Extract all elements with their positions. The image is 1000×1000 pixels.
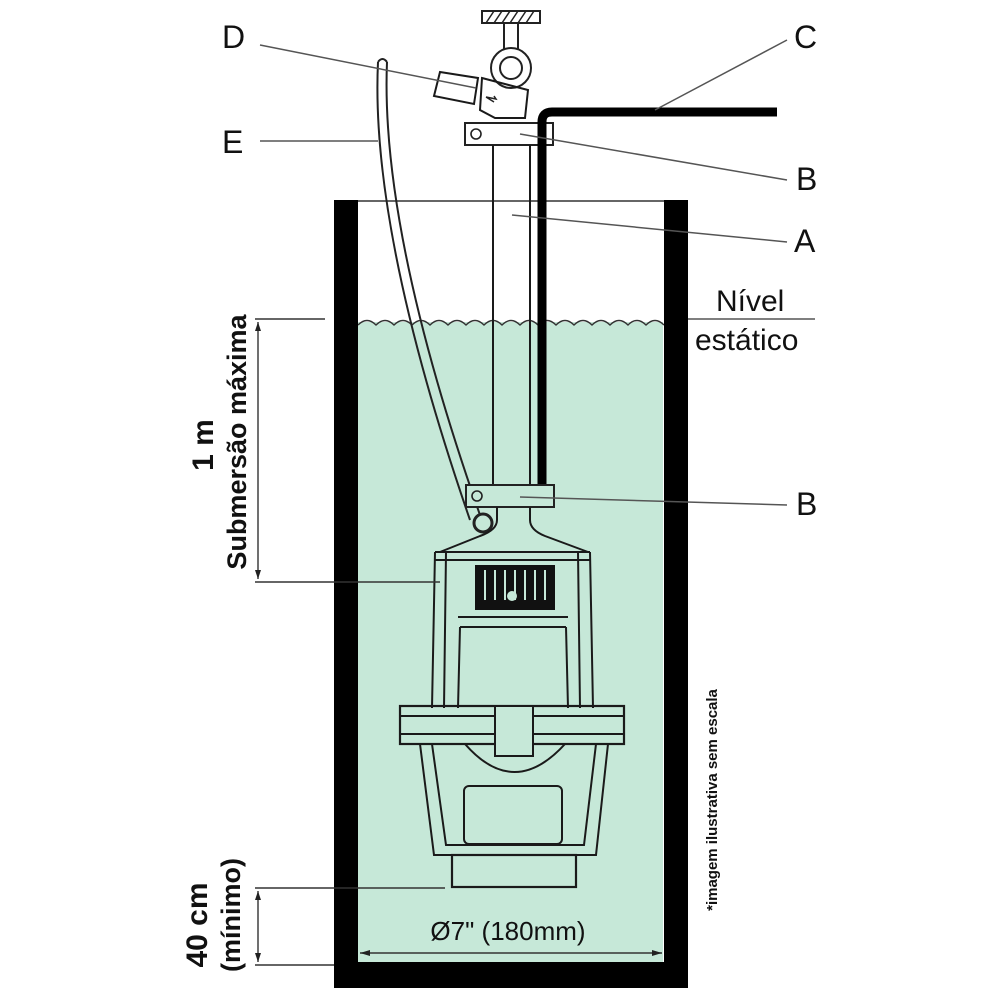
leader-b-bottom bbox=[519, 496, 788, 506]
well-wall-left bbox=[334, 200, 358, 988]
pump bbox=[398, 507, 626, 889]
diameter-label: Ø7" (180mm) bbox=[430, 916, 585, 946]
clamp-top-screw bbox=[470, 128, 482, 140]
callout-a: A bbox=[794, 223, 816, 259]
leader-b-top bbox=[519, 133, 788, 181]
pipe-fitting-d bbox=[478, 76, 530, 119]
ceiling-hatch bbox=[485, 10, 535, 24]
callout-b-bottom: B bbox=[796, 486, 817, 522]
callout-d: D bbox=[222, 19, 245, 55]
clamp-bottom-screw bbox=[471, 490, 483, 502]
fitting-nozzle bbox=[432, 70, 480, 106]
clamp-top bbox=[464, 122, 554, 146]
well-bottom bbox=[334, 962, 688, 988]
callout-c: C bbox=[794, 19, 817, 55]
submersion-value: 1 m bbox=[187, 419, 220, 471]
hose-e-inner bbox=[385, 61, 481, 516]
fitting-arrow bbox=[485, 95, 498, 103]
rope-c bbox=[537, 107, 777, 500]
hose-e bbox=[376, 61, 471, 521]
leader-d bbox=[259, 44, 477, 89]
submersion-label: Submersão máxima bbox=[222, 313, 252, 569]
callout-b-top: B bbox=[796, 161, 817, 197]
scale-note: *imagem ilustrativa sem escala bbox=[704, 688, 721, 910]
clamp-bottom bbox=[465, 484, 555, 508]
leader-a bbox=[511, 214, 788, 243]
hose-connector bbox=[472, 512, 494, 534]
hose-e-top bbox=[377, 58, 388, 63]
hanger-ring-inner bbox=[499, 56, 523, 80]
leader-c bbox=[654, 39, 788, 111]
callout-e: E bbox=[222, 124, 243, 160]
clearance-value: 40 cm bbox=[181, 882, 214, 967]
well-wall-right bbox=[664, 200, 688, 988]
well-water bbox=[358, 322, 663, 962]
level-label-line2: estático bbox=[695, 324, 798, 357]
clearance-label: (mínimo) bbox=[216, 858, 246, 972]
level-label-line1: Nível bbox=[716, 285, 784, 318]
